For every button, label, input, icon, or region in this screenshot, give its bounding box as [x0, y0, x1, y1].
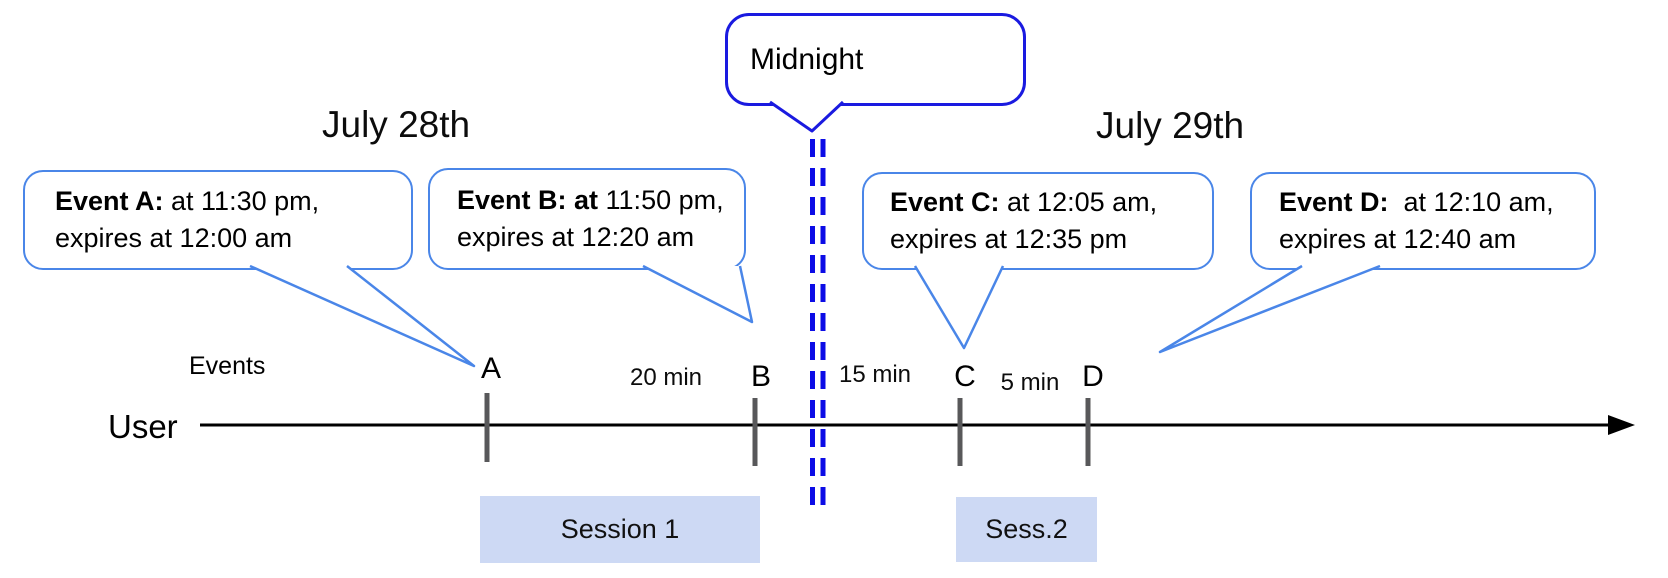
event-b-title: Event B: at: [457, 185, 599, 215]
midnight-label: Midnight: [750, 42, 864, 76]
event-a-callout: Event A: at 11:30 pm, expires at 12:00 a…: [23, 170, 413, 270]
event-c-callout: Event C: at 12:05 am, expires at 12:35 p…: [862, 172, 1214, 270]
user-axis-label: User: [108, 408, 178, 445]
date-label-july-28: July 28th: [322, 104, 471, 145]
session-2-box: Sess.2: [956, 497, 1097, 562]
event-b-callout: Event B: at 11:50 pm, expires at 12:20 a…: [428, 168, 746, 270]
event-a-callout-tail: [249, 264, 476, 368]
event-d-details: at 12:10 am, expires at 12:40 am: [1279, 187, 1554, 254]
tick-label-b: B: [750, 360, 772, 393]
tick-label-a: A: [480, 352, 502, 385]
event-c-title: Event C:: [890, 187, 1000, 217]
midnight-callout-tail: [769, 100, 845, 133]
tick-label-d: D: [1082, 360, 1104, 393]
event-c-callout-tail: [913, 265, 1005, 350]
interval-label-15min: 15 min: [838, 361, 912, 388]
interval-label-5min: 5 min: [1000, 369, 1060, 396]
interval-label-20min: 20 min: [629, 364, 703, 391]
midnight-callout: Midnight: [725, 13, 1026, 106]
session-1-label: Session 1: [560, 514, 680, 544]
session-1-box: Session 1: [480, 496, 760, 563]
event-c-details: at 12:05 am, expires at 12:35 pm: [890, 187, 1158, 254]
event-b-callout-tail: [642, 264, 754, 324]
event-d-callout: Event D: at 12:10 am, expires at 12:40 a…: [1250, 172, 1596, 270]
event-d-callout-tail: [1158, 264, 1381, 354]
date-label-july-29: July 29th: [1096, 105, 1245, 146]
event-d-title: Event D:: [1279, 187, 1389, 217]
events-axis-label: Events: [189, 352, 266, 380]
session-2-label: Sess.2: [985, 514, 1068, 544]
event-a-details: at 11:30 pm, expires at 12:00 am: [55, 186, 320, 253]
timeline-arrowhead-icon: [1608, 415, 1635, 435]
event-a-title: Event A:: [55, 186, 164, 216]
tick-label-c: C: [954, 360, 976, 393]
event-b-details: 11:50 pm, expires at 12:20 am: [457, 185, 724, 252]
